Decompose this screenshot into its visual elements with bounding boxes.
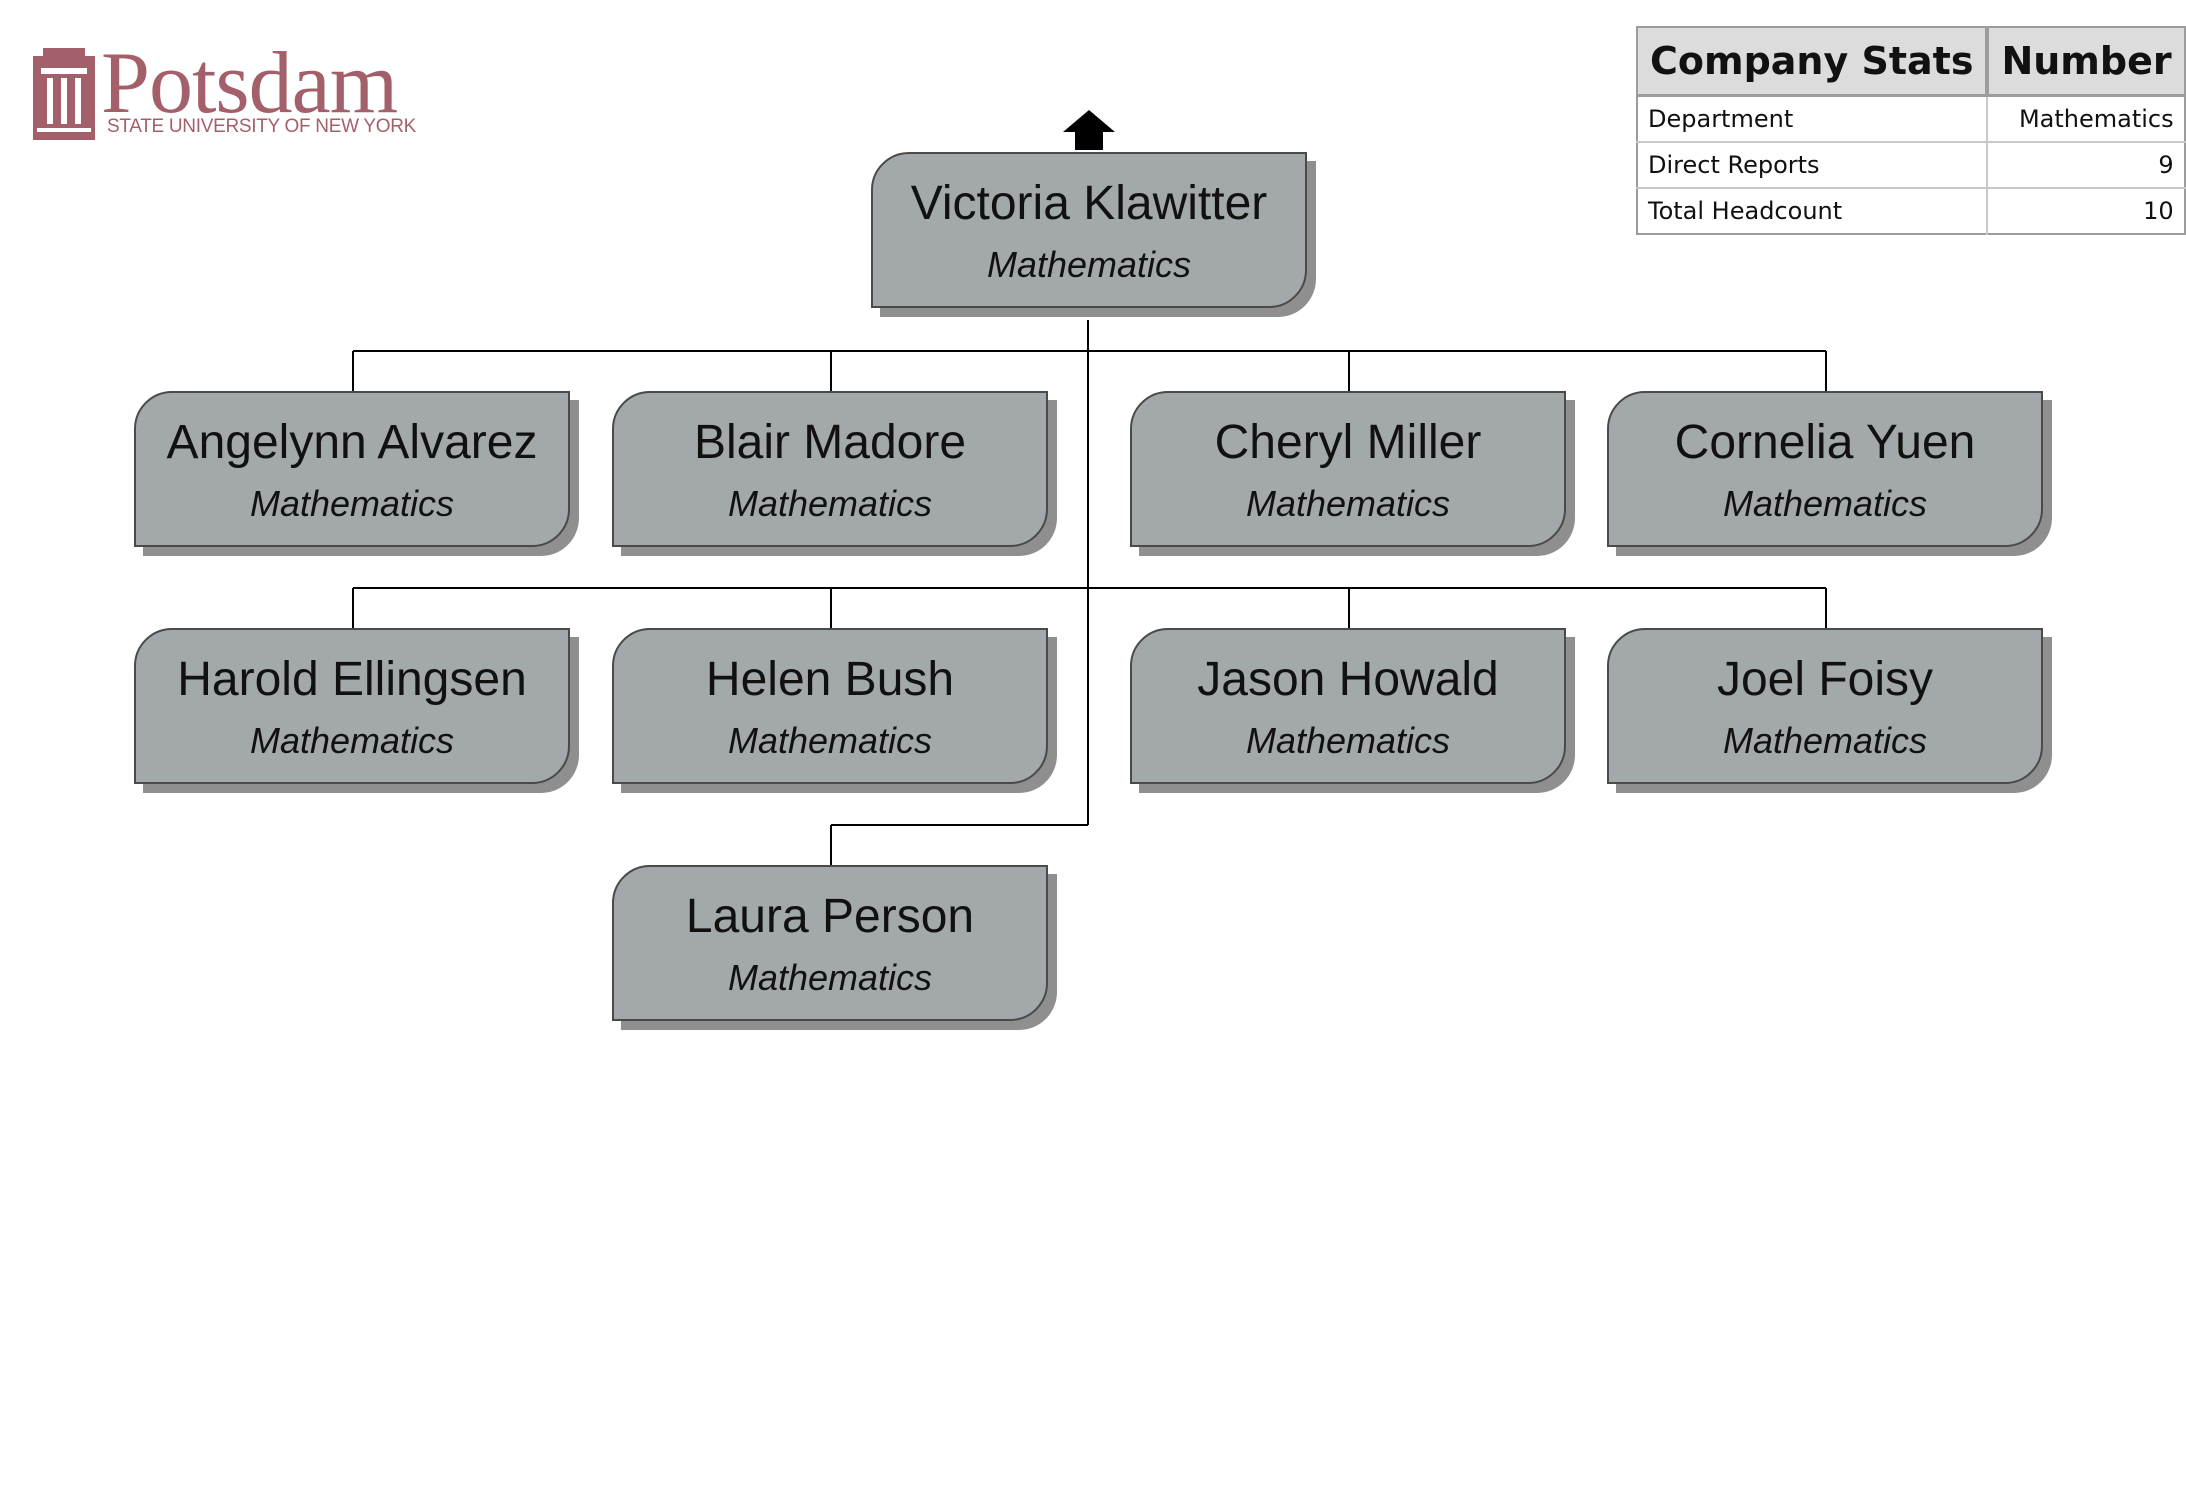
org-node-report[interactable]: Joel Foisy Mathematics xyxy=(1607,628,2043,784)
node-name: Cornelia Yuen xyxy=(1674,416,1976,469)
node-name: Laura Person xyxy=(685,890,975,943)
node-department: Mathematics xyxy=(1722,483,1928,524)
node-name: Angelynn Alvarez xyxy=(166,416,538,469)
table-row: Total Headcount 10 xyxy=(1637,187,2185,234)
node-name: Helen Bush xyxy=(705,653,955,706)
org-node-report[interactable]: Laura Person Mathematics xyxy=(612,865,1048,1021)
table-row: Direct Reports 9 xyxy=(1637,141,2185,188)
node-department: Mathematics xyxy=(1722,720,1928,761)
stats-row-value: Mathematics xyxy=(1986,94,2185,142)
potsdam-logo: Potsdam STATE UNIVERSITY OF NEW YORK xyxy=(33,35,416,140)
node-department: Mathematics xyxy=(249,483,455,524)
stats-row-label: Department xyxy=(1637,94,1988,142)
stats-row-label: Direct Reports xyxy=(1637,141,1988,188)
org-node-report[interactable]: Cornelia Yuen Mathematics xyxy=(1607,391,2043,547)
node-department: Mathematics xyxy=(986,244,1192,285)
org-node-report[interactable]: Harold Ellingsen Mathematics xyxy=(134,628,570,784)
org-node-report[interactable]: Jason Howald Mathematics xyxy=(1130,628,1566,784)
logo-wordmark: Potsdam xyxy=(101,35,398,132)
org-node-report[interactable]: Helen Bush Mathematics xyxy=(612,628,1048,784)
org-node-report[interactable]: Cheryl Miller Mathematics xyxy=(1130,391,1566,547)
node-department: Mathematics xyxy=(1245,483,1451,524)
org-node-manager[interactable]: Victoria Klawitter Mathematics xyxy=(871,152,1307,308)
stats-row-label: Total Headcount xyxy=(1637,187,1988,234)
node-name: Harold Ellingsen xyxy=(177,653,527,706)
stats-row-value: 10 xyxy=(1986,187,2185,234)
node-department: Mathematics xyxy=(727,957,933,998)
org-node-report[interactable]: Blair Madore Mathematics xyxy=(612,391,1048,547)
stats-row-value: 9 xyxy=(1986,141,2185,188)
node-name: Cheryl Miller xyxy=(1214,416,1482,469)
stats-header-number: Number xyxy=(1985,27,2185,97)
node-name: Joel Foisy xyxy=(1716,653,1934,706)
company-stats-table: Company Stats Number Department Mathemat… xyxy=(1636,26,2186,235)
node-name: Victoria Klawitter xyxy=(910,177,1268,230)
building-icon xyxy=(33,48,95,140)
node-department: Mathematics xyxy=(1245,720,1451,761)
logo-subtitle: STATE UNIVERSITY OF NEW YORK xyxy=(107,116,417,137)
stats-header-label: Company Stats xyxy=(1637,27,1988,97)
navigate-up-arrow-icon[interactable] xyxy=(1063,110,1115,150)
node-name: Jason Howald xyxy=(1197,653,1499,706)
node-department: Mathematics xyxy=(727,483,933,524)
node-name: Blair Madore xyxy=(693,416,967,469)
node-department: Mathematics xyxy=(727,720,933,761)
node-department: Mathematics xyxy=(249,720,455,761)
table-row: Department Mathematics xyxy=(1637,94,2185,142)
org-node-report[interactable]: Angelynn Alvarez Mathematics xyxy=(134,391,570,547)
